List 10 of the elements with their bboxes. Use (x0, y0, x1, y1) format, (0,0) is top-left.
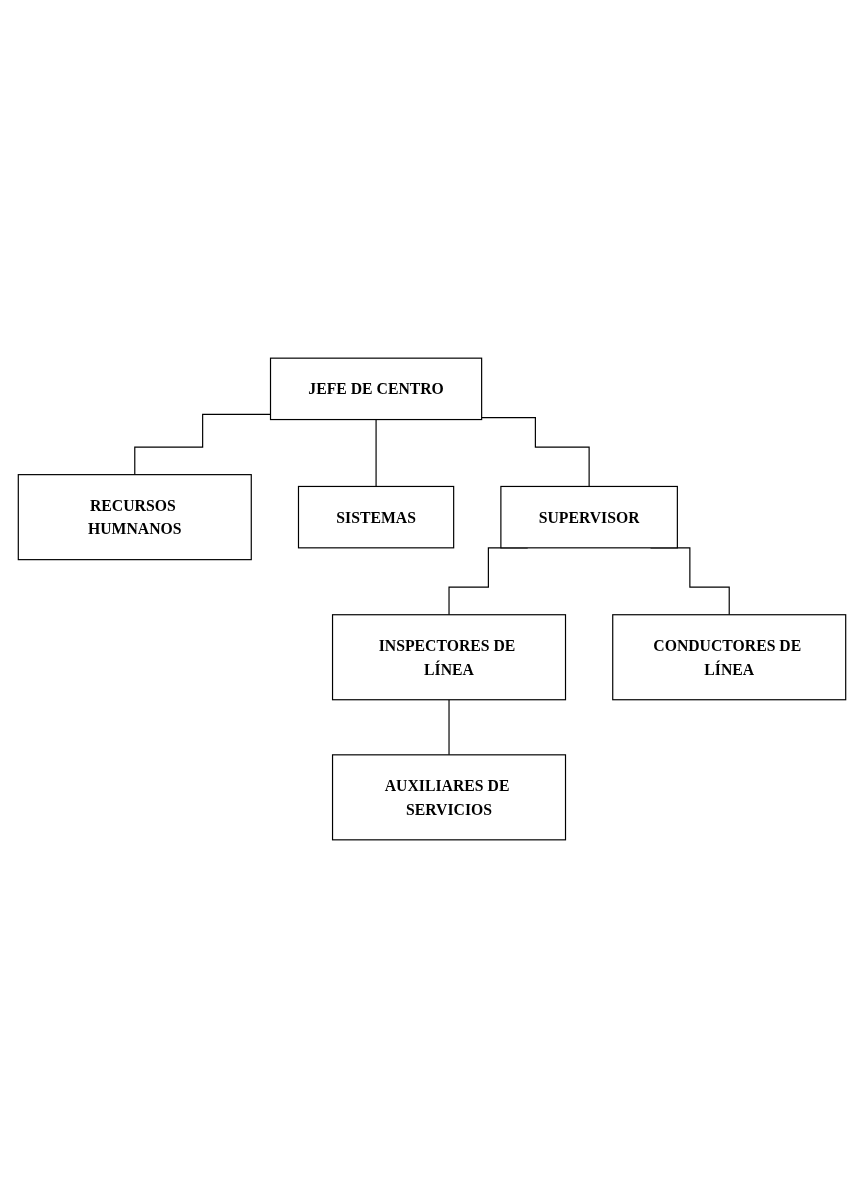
node-box: INSPECTORES DE LÍNEA (331, 614, 567, 701)
connector (448, 699, 450, 756)
node-box: AUXILIARES DE SERVICIOS (331, 754, 567, 841)
node-box: RECURSOS HUMNANOS (17, 474, 252, 561)
node-box: CONDUCTORES DE LÍNEA (612, 614, 847, 701)
connector (481, 417, 590, 488)
node-box: JEFE DE CENTRO (269, 357, 483, 421)
connector (375, 418, 377, 488)
node-box: SUPERVISOR (500, 485, 678, 549)
node-box: SISTEMAS (297, 485, 455, 549)
